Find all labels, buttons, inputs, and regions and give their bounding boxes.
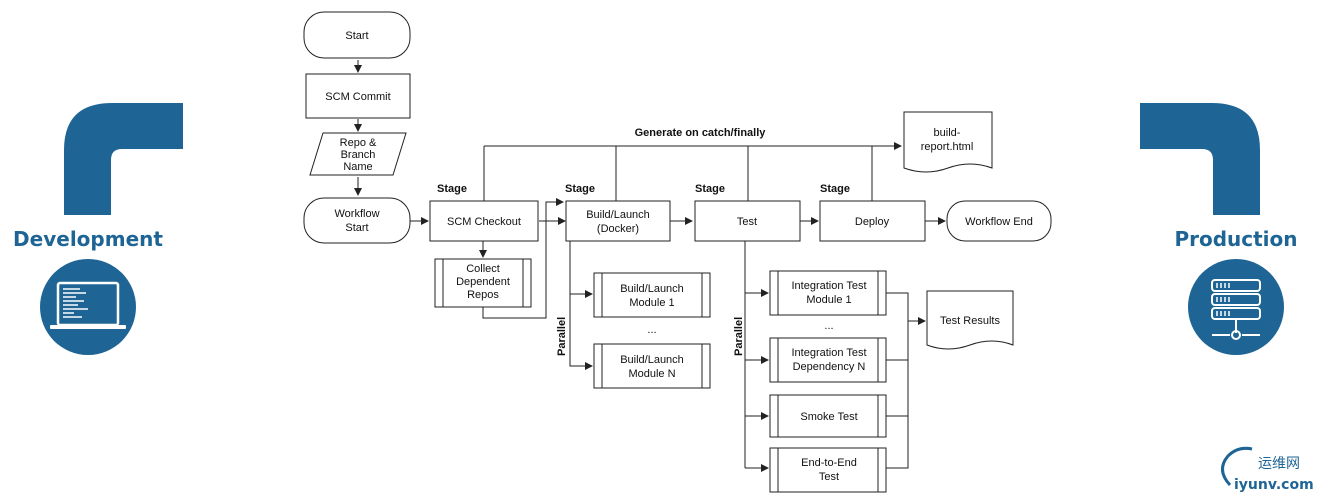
stage-label: Stage [695,183,725,195]
svg-text:运维网: 运维网 [1258,456,1300,472]
smoke-test-node: Smoke Test [769,394,887,438]
server-rack-icon [1188,259,1284,355]
svg-text:Deploy: Deploy [855,216,890,228]
watermark-logo: 运维网 iyunv.com [1221,446,1314,493]
connectors [354,60,946,472]
svg-text:End-to-End: End-to-End [801,457,857,469]
test-ellipsis: ... [824,320,833,332]
production-label: Production [1174,227,1297,251]
production-pipe [1140,103,1260,215]
build-ellipsis: ... [647,324,656,336]
svg-text:Start: Start [345,222,368,234]
svg-text:(Docker): (Docker) [597,223,639,235]
collect-repos-node: Collect Dependent Repos [434,258,532,308]
svg-text:Integration Test: Integration Test [791,280,866,292]
svg-text:Smoke Test: Smoke Test [800,411,857,423]
start-node: Start [303,11,411,59]
svg-text:Start: Start [345,30,368,42]
parallel-label-test: Parallel [733,317,745,356]
svg-text:Repos: Repos [467,289,499,301]
scm-checkout-node: SCM Checkout [429,200,539,242]
svg-text:build-: build- [934,127,961,139]
svg-text:Collect: Collect [466,263,500,275]
test-node: Test [694,200,801,242]
test-results-document: Test Results [926,290,1014,350]
integration-test-module-1-node: Integration Test Module 1 [769,270,887,316]
svg-text:iyunv.com: iyunv.com [1234,477,1314,493]
svg-text:Workflow: Workflow [334,208,379,220]
svg-text:Dependent: Dependent [456,276,510,288]
deploy-node: Deploy [819,200,926,242]
svg-text:SCM Checkout: SCM Checkout [447,216,521,228]
development-pipe [64,103,183,215]
laptop-icon [40,259,136,355]
svg-text:Workflow End: Workflow End [965,216,1033,228]
svg-text:Test: Test [819,471,839,483]
svg-text:report.html: report.html [921,141,974,153]
scm-commit-node: SCM Commit [305,73,411,119]
svg-text:Repo &: Repo & [340,137,377,149]
svg-text:Name: Name [343,161,372,173]
svg-text:Build/Launch: Build/Launch [620,283,684,295]
svg-text:SCM Commit: SCM Commit [325,91,390,103]
svg-text:Module 1: Module 1 [629,297,674,309]
svg-text:Build/Launch: Build/Launch [620,354,684,366]
svg-text:Module N: Module N [628,368,675,380]
workflow-start-node: Workflow Start [303,197,411,244]
build-module-1-node: Build/Launch Module 1 [593,272,711,318]
svg-text:Dependency N: Dependency N [793,361,866,373]
svg-text:Branch: Branch [341,149,376,161]
svg-text:Module 1: Module 1 [806,294,851,306]
svg-text:Test Results: Test Results [940,315,1000,327]
development-label: Development [13,227,163,251]
stage-label: Stage [565,183,595,195]
repo-branch-node: Repo & Branch Name [309,132,407,176]
e2e-test-node: End-to-End Test [769,447,887,493]
stage-label: Stage [820,183,850,195]
parallel-label-build: Parallel [556,317,568,356]
svg-text:Build/Launch: Build/Launch [586,209,650,221]
build-launch-node: Build/Launch (Docker) [565,200,671,242]
integration-test-dependency-node: Integration Test Dependency N [769,337,887,383]
svg-text:Integration Test: Integration Test [791,347,866,359]
svg-text:Test: Test [737,216,757,228]
build-report-document: build- report.html [903,111,993,173]
generate-label: Generate on catch/finally [635,127,767,139]
build-module-n-node: Build/Launch Module N [593,343,711,389]
workflow-end-node: Workflow End [946,200,1052,242]
stage-label: Stage [437,183,467,195]
